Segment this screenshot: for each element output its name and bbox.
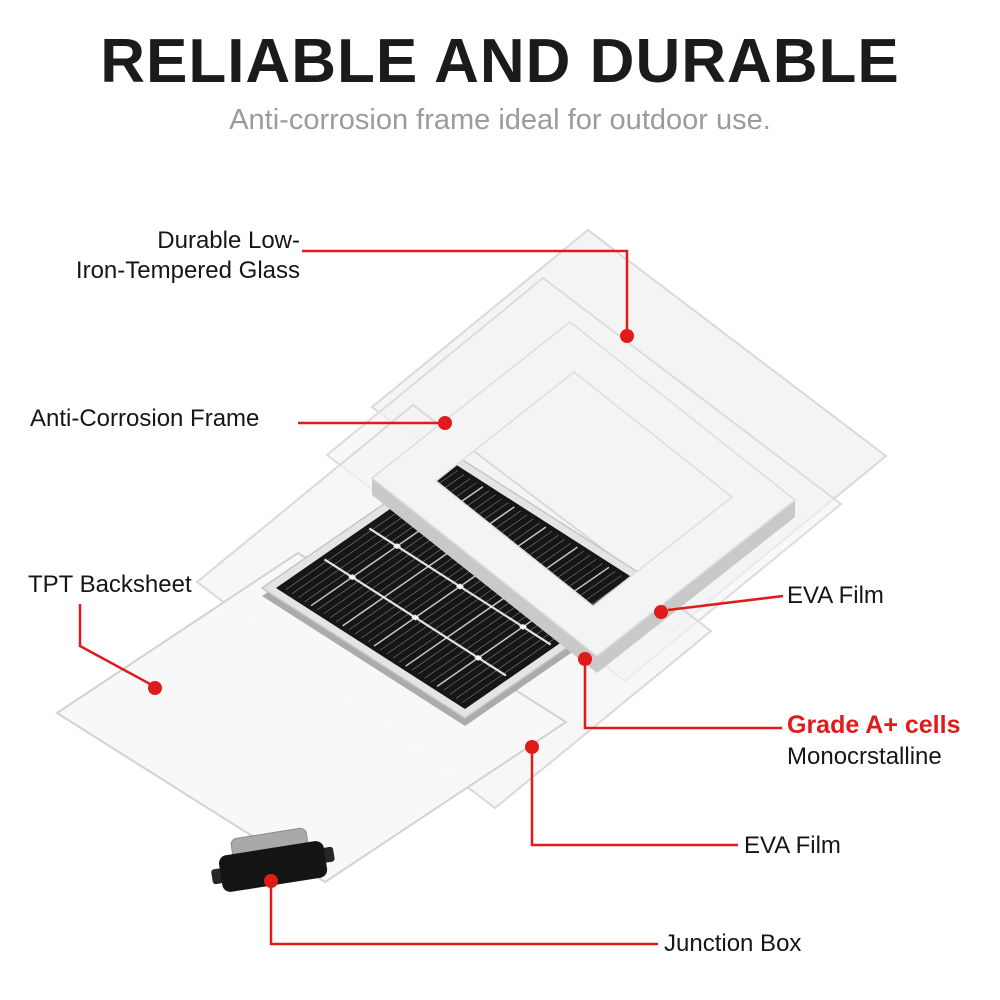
cells-callout-label: Grade A+ cells Monocrstalline: [787, 710, 960, 772]
frame-callout-dot: [438, 416, 452, 430]
junction-box-body: [218, 841, 328, 892]
frame-ring: [370, 321, 797, 657]
eva-bottom-callout-label: EVA Film: [744, 832, 841, 859]
junction-callout-dot: [264, 874, 278, 888]
tpt-backsheet-sheet: [55, 551, 568, 884]
frame-callout-label: Anti-Corrosion Frame: [30, 405, 260, 432]
junction-box: [211, 827, 335, 892]
glass-callout-line: [302, 249, 629, 331]
aluminum-frame: [370, 321, 797, 673]
eva-top-callout-dot: [654, 605, 668, 619]
cells-callout-line: [583, 664, 782, 730]
cells-callout-dot: [578, 652, 592, 666]
page-subtitle: Anti-corrosion frame ideal for outdoor u…: [229, 104, 771, 136]
cells-type-label: Monocrstalline: [787, 743, 942, 770]
glass-label-line1: Durable Low-: [157, 227, 300, 254]
glass-label-line2: Iron-Tempered Glass: [75, 257, 300, 284]
eva-top-callout-line: [667, 594, 784, 612]
glass-callout-dot: [620, 329, 634, 343]
backsheet-callout-line: [78, 604, 151, 686]
frame-outer-thickness: [372, 478, 795, 673]
backsheet-callout-label: TPT Backsheet: [28, 571, 192, 598]
cells-grade-label: Grade A+ cells: [787, 711, 961, 739]
eva-top-callout-label: EVA Film: [787, 582, 884, 609]
callout-lines: [78, 249, 784, 946]
glass-callout-label: Durable Low- Iron-Tempered Glass: [28, 226, 300, 286]
eva-bottom-callout-line: [530, 752, 738, 847]
junction-callout-label: Junction Box: [664, 930, 802, 957]
backsheet-callout-dot: [148, 681, 162, 695]
eva-bottom-callout-dot: [525, 740, 539, 754]
junction-callout-line: [269, 886, 658, 946]
callout-dots: [148, 329, 668, 888]
page-title: RELIABLE AND DURABLE: [100, 27, 900, 96]
